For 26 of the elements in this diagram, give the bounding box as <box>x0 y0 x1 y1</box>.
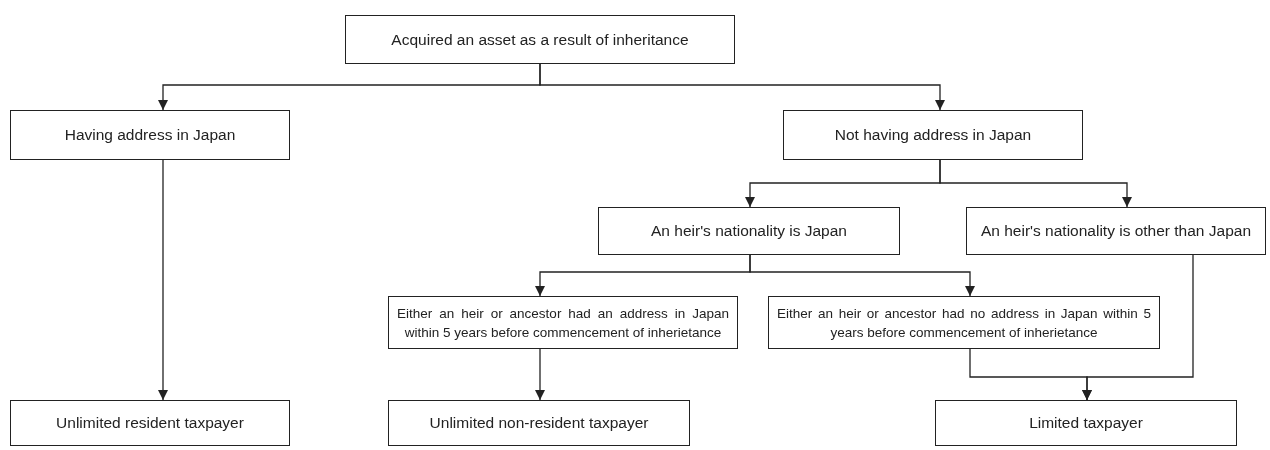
process-box <box>10 110 290 160</box>
box-label: Limited taxpayer <box>1029 413 1143 434</box>
box-label: Unlimited resident taxpayer <box>56 413 244 434</box>
connector-arrow <box>1081 254 1194 401</box>
box-label: Either an heir or ancestor had an address in Japan within 5 years before commencement of inherietance <box>397 304 729 342</box>
process-box <box>935 400 1237 446</box>
box-label: Unlimited non-resident taxpayer <box>429 413 649 434</box>
box-label: Either an heir or ancestor had no address in Japan within 5 years before commencement of inherietance <box>777 304 1151 342</box>
process-box <box>10 400 290 446</box>
box-label: An heir's nationality is other than Japan <box>980 221 1252 242</box>
process-box <box>345 15 735 64</box>
connector-arrow <box>157 159 169 401</box>
box-label: An heir's nationality is Japan <box>651 221 847 242</box>
connector-arrow <box>539 63 946 111</box>
connector-arrow <box>534 348 546 401</box>
process-box <box>768 296 1160 349</box>
process-box <box>783 110 1083 160</box>
process-box <box>598 207 900 255</box>
connector-arrow <box>939 159 1133 208</box>
connector-arrow <box>749 254 976 297</box>
box-label: Acquired an asset as a result of inheritance <box>391 29 689 50</box>
box-label: Not having address in Japan <box>834 125 1032 146</box>
process-box <box>388 296 738 349</box>
box-label: Having address in Japan <box>64 125 236 146</box>
process-box <box>388 400 690 446</box>
process-box <box>966 207 1266 255</box>
